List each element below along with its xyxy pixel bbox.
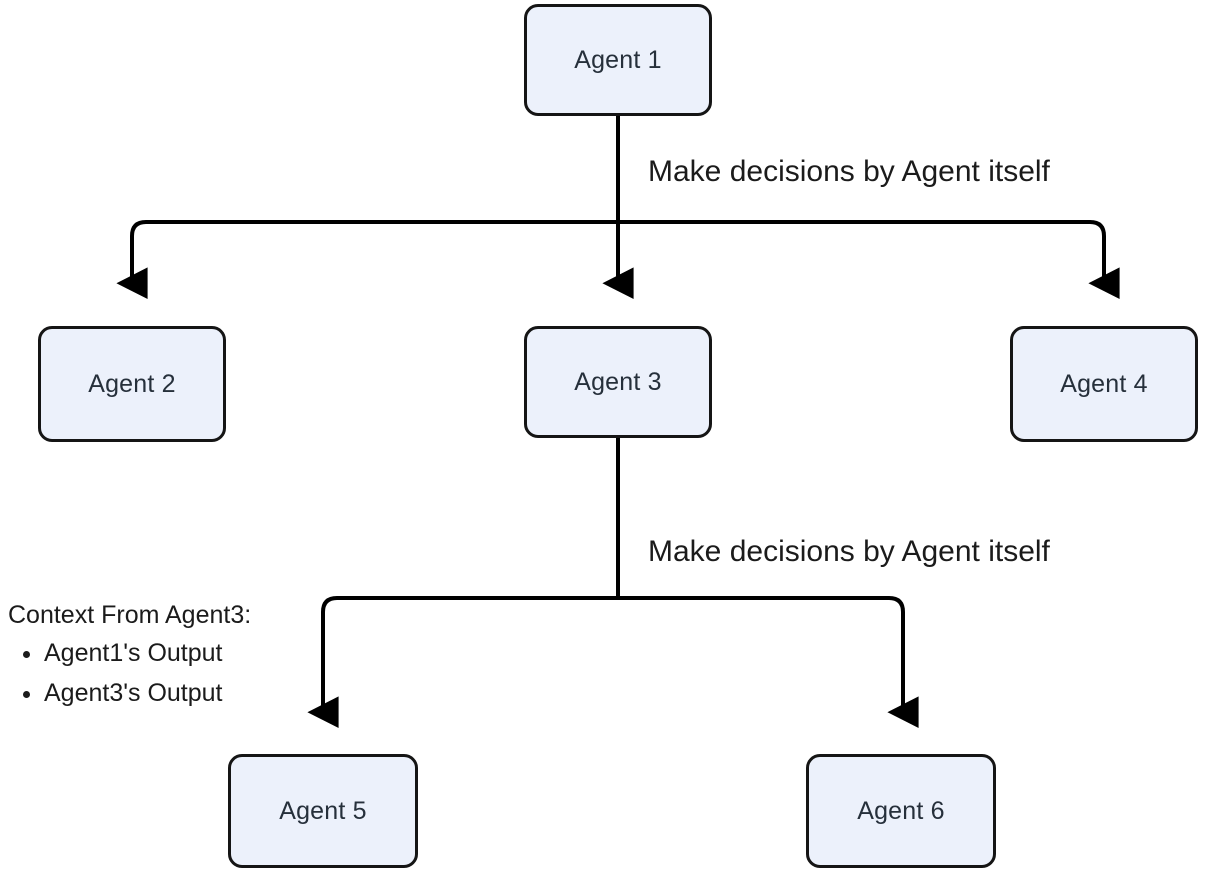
node-agent-3[interactable]: Agent 3 <box>524 326 712 438</box>
edge-agent3-to-agent5 <box>307 596 618 729</box>
node-agent-1[interactable]: Agent 1 <box>524 4 712 116</box>
edge-label-top: Make decisions by Agent itself <box>648 155 1050 188</box>
node-agent-6-label: Agent 6 <box>857 796 945 825</box>
edge-agent1-to-agent2 <box>116 220 618 300</box>
context-note: Context From Agent3: Agent1's Output Age… <box>8 600 251 713</box>
node-agent-3-label: Agent 3 <box>574 367 662 396</box>
context-note-title: Context From Agent3: <box>8 601 252 629</box>
edge-agent3-to-agent6 <box>618 596 919 729</box>
node-agent-6[interactable]: Agent 6 <box>806 754 996 868</box>
node-agent-4[interactable]: Agent 4 <box>1010 326 1198 442</box>
edge-label-bottom: Make decisions by Agent itself <box>648 535 1050 568</box>
node-agent-4-label: Agent 4 <box>1060 369 1148 398</box>
list-item: Agent3's Output <box>44 673 251 713</box>
node-agent-5[interactable]: Agent 5 <box>228 754 418 868</box>
node-agent-2[interactable]: Agent 2 <box>38 326 226 442</box>
context-note-list: Agent1's Output Agent3's Output <box>8 633 251 713</box>
edge-agent1-to-agent4 <box>618 220 1120 300</box>
list-item: Agent1's Output <box>44 633 251 673</box>
node-agent-5-label: Agent 5 <box>279 796 367 825</box>
node-agent-2-label: Agent 2 <box>88 369 176 398</box>
node-agent-1-label: Agent 1 <box>574 45 662 74</box>
